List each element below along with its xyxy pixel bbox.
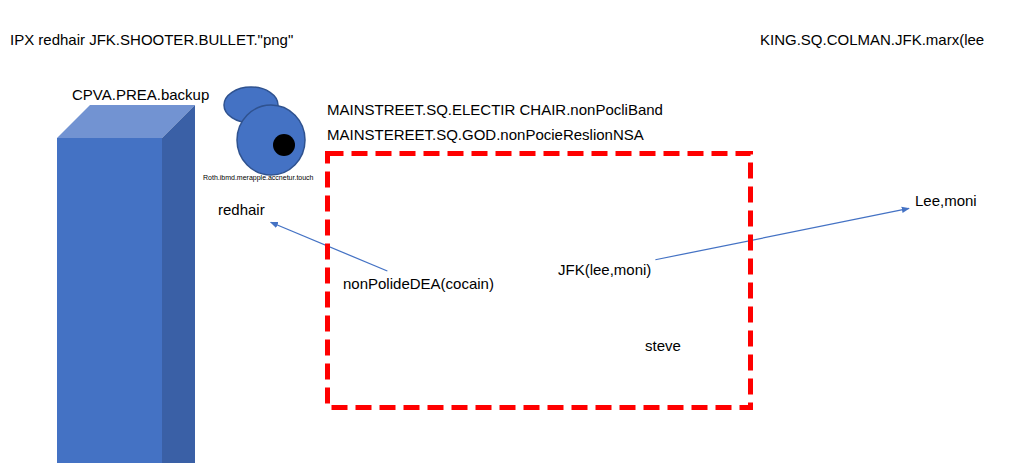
text-node: JFK(lee,moni) — [558, 261, 651, 279]
large-circle — [237, 105, 305, 175]
node-text: steve — [645, 337, 681, 355]
dashed-region: MAINSTREET.SQ.ELECTIR CHAIR.nonPocliBand… — [325, 151, 753, 410]
tiny-note: Roth.ibmd.merapple.accnetur.touch — [203, 173, 314, 183]
node-text: redhair — [218, 201, 265, 219]
node-text: nonPolideDEA(cocain) — [343, 275, 494, 293]
cube-front — [57, 138, 162, 463]
cube-box: CPVA.PREA.backup — [57, 105, 195, 463]
text-node: steve — [645, 337, 681, 355]
title-note: IPX redhair JFK.SHOOTER.BULLET."png" — [10, 31, 293, 49]
text-node: Lee,moni — [915, 192, 977, 210]
node-heading: MAINSTEREET.SQ.GOD.nonPocieReslionNSA — [327, 126, 644, 144]
node-text: Lee,moni — [915, 192, 977, 210]
arrow-connector — [655, 208, 909, 259]
note-label: KING.SQ.COLMAN.JFK.marx(lee — [760, 31, 984, 49]
cube-shape — [57, 105, 195, 463]
black-dot — [273, 134, 295, 156]
cube-side — [162, 105, 195, 463]
node-heading: CPVA.PREA.backup — [72, 86, 209, 104]
dashed-border — [328, 154, 751, 408]
text-node: redhair — [218, 201, 265, 219]
node-text: JFK(lee,moni) — [558, 261, 651, 279]
node-heading: MAINSTREET.SQ.ELECTIR CHAIR.nonPocliBand — [327, 101, 663, 119]
text-node: nonPolideDEA(cocain) — [343, 275, 494, 293]
